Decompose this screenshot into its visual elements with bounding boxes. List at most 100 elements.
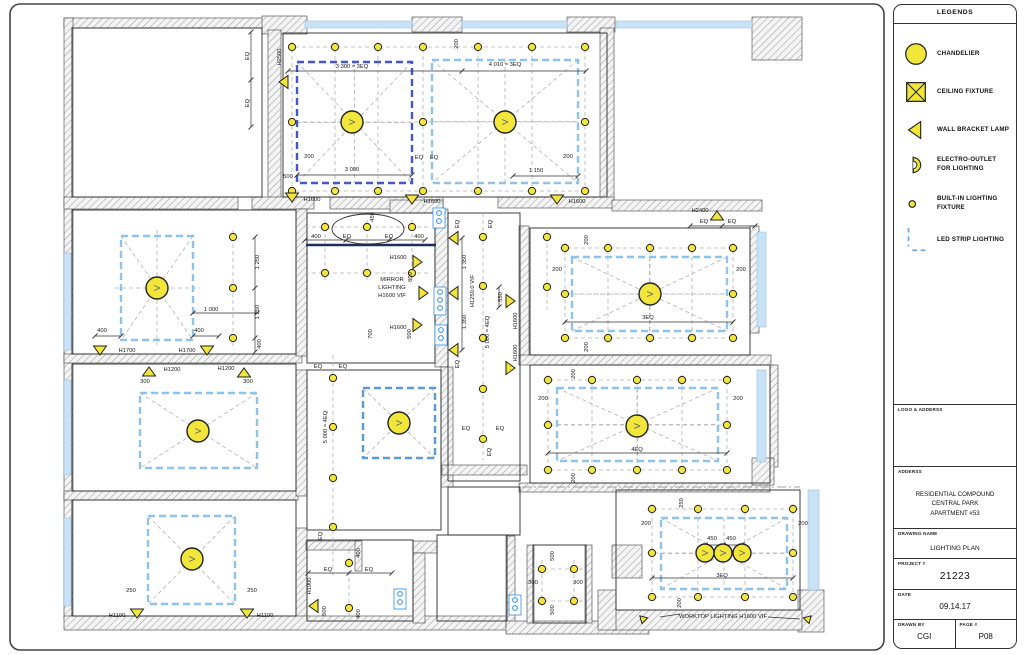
dim-tick — [248, 29, 254, 35]
dimension-label: 400 — [311, 234, 321, 240]
dimension-label: 550 — [498, 292, 504, 302]
room-outline — [282, 32, 608, 198]
dimension-label: H1700 — [178, 348, 195, 354]
dimension-label: 200 — [584, 235, 590, 245]
dimension-label: 4EQ — [631, 447, 643, 453]
built-in-light-icon — [478, 384, 488, 394]
dimension-label: 200 — [552, 267, 562, 273]
dimension-label: EQ — [700, 219, 709, 225]
built-in-light-icon — [647, 548, 657, 558]
room-outline — [71, 27, 263, 198]
dimension-label: H1700 — [118, 348, 135, 354]
dimension-label: H1250.0 VIF — [470, 274, 476, 307]
project-number: 21223 — [939, 571, 971, 582]
dim-tick — [252, 234, 258, 240]
electro-outlet-dot — [437, 289, 443, 295]
drawn-by-label: DRAWN BY — [898, 622, 925, 627]
built-in-light-icon — [543, 420, 553, 430]
chandelier-mark — [348, 121, 356, 125]
wall-bracket-lamp-icon — [199, 345, 215, 356]
dimension-label: 200 — [677, 598, 683, 608]
led-strip-lighting — [555, 386, 720, 463]
chandelier-mark — [633, 425, 641, 429]
dimension-label: 200 — [538, 396, 548, 402]
window-band — [756, 231, 767, 328]
dim-tick — [545, 450, 551, 456]
dimension-label: EQ — [385, 234, 394, 240]
dim-tick — [422, 237, 428, 243]
dimension-label: 1 150 — [529, 168, 544, 174]
built-in-light-icon — [580, 42, 590, 52]
dimension-label: EQ — [415, 155, 424, 161]
wall-segment — [63, 17, 272, 29]
dimension-label: 3EQ — [642, 315, 654, 321]
dim-tick — [752, 223, 758, 229]
chandelier-mark — [194, 430, 202, 434]
ceiling-diagonal — [556, 387, 719, 462]
built-in-light-icon — [330, 42, 340, 52]
dimension-label: 1 350 — [462, 255, 468, 270]
wall-segment — [518, 225, 530, 358]
dimension-label: EQ — [455, 359, 461, 368]
dim-tick — [719, 223, 725, 229]
ceiling-diagonal — [139, 392, 258, 469]
dimension-label: 200 — [563, 154, 573, 160]
built-in-light-icon — [677, 375, 687, 385]
built-in-light-icon — [580, 117, 590, 127]
dimension-label: EQ — [245, 98, 251, 107]
led-strip-icon — [907, 227, 930, 252]
dim-tick — [346, 570, 352, 576]
chandelier-icon — [387, 411, 411, 435]
built-in-light-icon — [320, 268, 330, 278]
dim-tick — [409, 172, 415, 178]
chandelier-mark — [153, 287, 161, 291]
dim-tick — [305, 570, 311, 576]
built-in-light-icon — [560, 333, 570, 343]
dimension-label: H1200 — [163, 367, 180, 373]
room-outline — [71, 499, 297, 617]
wall-segment — [354, 540, 363, 572]
dim-tick — [649, 575, 655, 581]
built-in-light-icon — [788, 592, 798, 602]
chandelier-mark — [153, 285, 161, 289]
room-outline — [436, 534, 508, 622]
dimension-label: EQ — [245, 51, 251, 60]
drawnby-cell: DRAWN BY CGI — [894, 620, 955, 649]
leader-line — [767, 616, 801, 620]
chandelier-icon — [186, 419, 210, 443]
dimension-label: EQ — [487, 447, 493, 456]
legend-item-label: LED STRIP LIGHTING — [937, 235, 1005, 243]
titleblock-address-section: ADDERSS RESIDENTIAL COMPOUND CENTRAL PAR… — [894, 466, 1016, 529]
dimension-label: H1900 — [307, 577, 313, 594]
built-in-light-icon — [287, 42, 297, 52]
wall-bracket-lamp-icon — [448, 342, 459, 358]
legend-item-label: BUILT-IN LIGHTING FIXTURE — [937, 195, 998, 211]
wall-segment — [769, 364, 779, 468]
wall-segment — [441, 464, 528, 476]
plan-frame — [9, 3, 885, 651]
room-outline — [532, 544, 587, 624]
dimension-label: 1 350 — [462, 315, 468, 330]
drawing-name-value: LIGHTING PLAN — [930, 545, 980, 552]
address-label: ADDERSS — [898, 469, 922, 474]
built-in-light-icon — [542, 232, 552, 242]
page-label: PAGE # — [959, 622, 978, 627]
wall-bracket-lamp-icon — [236, 367, 252, 378]
titleblock-drawing-name-section: DRAWING NAME LIGHTING PLAN — [894, 528, 1016, 559]
built-in-light-icon — [569, 596, 579, 606]
wall-segment — [526, 544, 535, 624]
dimension-label: EQ — [496, 426, 505, 432]
dimension-label: 3EQ — [716, 573, 728, 579]
wall-bracket-lamp-icon — [418, 285, 429, 301]
dimension-label: EQ — [430, 155, 439, 161]
built-in-light-icon — [580, 186, 590, 196]
built-in-light-icon — [328, 473, 338, 483]
room-outline — [447, 486, 521, 536]
dimension-label: 5 000 ≈ 4EQ — [485, 315, 491, 348]
room-outline — [529, 227, 751, 356]
chandelier-icon — [905, 43, 927, 65]
chandelier-mark — [501, 121, 509, 125]
titleblock-date-section: DATE 09.14.17 — [894, 589, 1016, 620]
ceiling-diagonal — [431, 59, 579, 184]
dimension-label: EQ — [365, 567, 374, 573]
